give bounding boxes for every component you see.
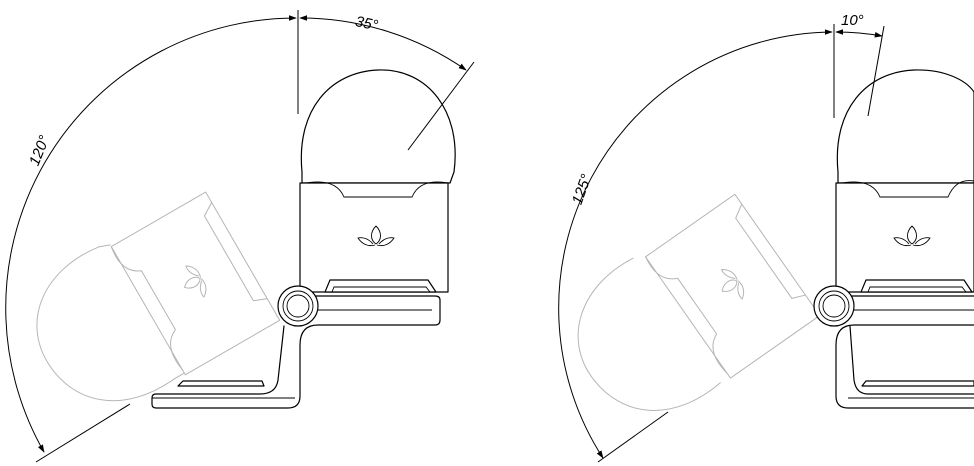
right-ghost-headrest <box>577 193 821 411</box>
right-view: 10° 125° <box>558 12 974 463</box>
left-headrest <box>299 69 456 293</box>
right-base-bracket <box>835 295 974 409</box>
plant-sprout-logo-icon <box>357 225 395 247</box>
left-dimensions <box>5 10 475 463</box>
right-pivot-knob <box>813 285 855 327</box>
left-view: 35° 120° <box>5 10 475 463</box>
right-back-angle-label: 125° <box>569 172 596 207</box>
left-pivot-knob <box>277 285 319 327</box>
right-headrest <box>835 69 974 293</box>
right-forward-angle-label: 10° <box>841 12 864 29</box>
left-forward-angle-label: 35° <box>354 13 380 34</box>
left-lower-pad <box>177 380 265 387</box>
left-back-angle-label: 120° <box>26 133 53 168</box>
right-lower-pad <box>861 380 974 387</box>
right-dimensions <box>558 24 885 463</box>
plant-sprout-logo-icon <box>893 225 931 247</box>
